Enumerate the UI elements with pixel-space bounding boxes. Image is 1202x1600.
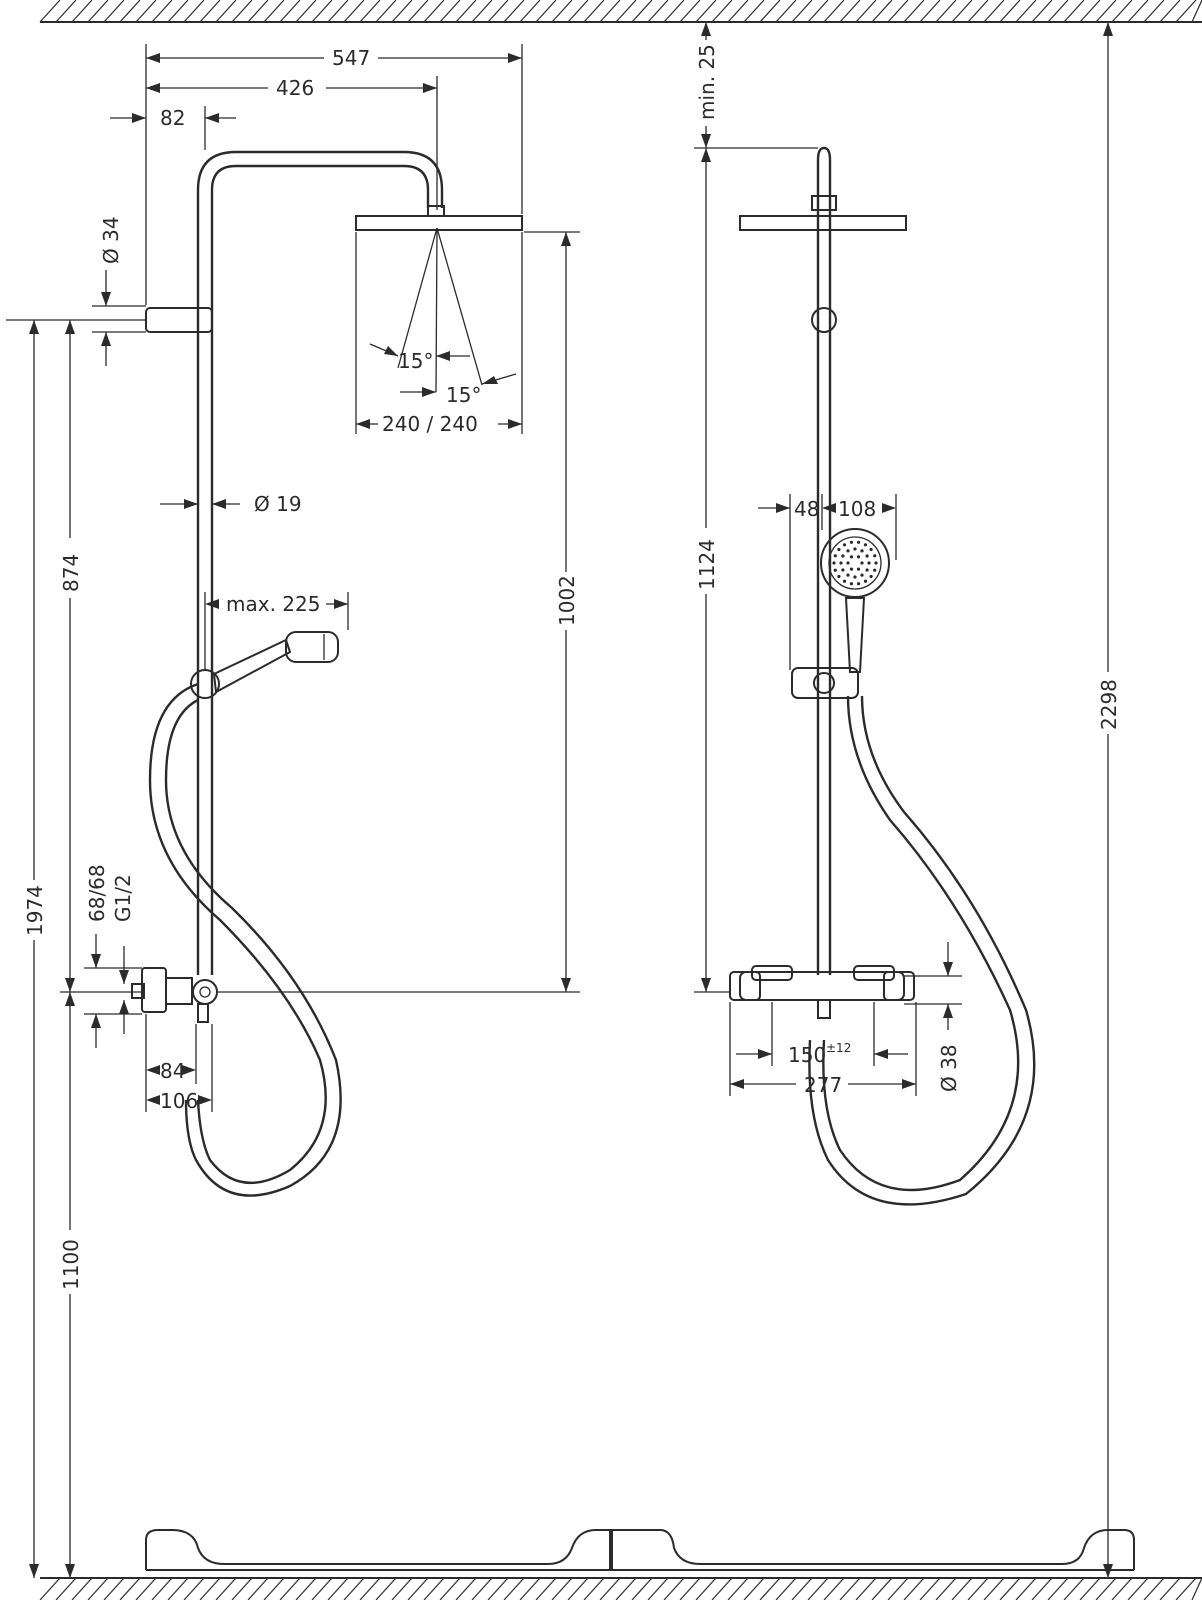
dim-277: 277 [804, 1073, 842, 1097]
dim-head-size: 240 / 240 [382, 412, 478, 436]
dim-48: 48 [794, 497, 819, 521]
dim-spray-angle-left: 15° [398, 349, 433, 373]
slider-front [791, 667, 859, 699]
dim-150-tolerance: ±12 [826, 1041, 851, 1055]
dim-diameter-38: Ø 38 [937, 1044, 961, 1092]
hand-shower-side [285, 631, 339, 663]
dim-426: 426 [276, 76, 314, 100]
dim-547: 547 [332, 46, 370, 70]
shower-column-front-view [729, 146, 1036, 1206]
dim-150: 150 [788, 1043, 826, 1067]
dim-106: 106 [160, 1089, 198, 1113]
overhead-shower-front [739, 215, 907, 231]
dim-68-68: 68/68 [85, 864, 109, 922]
dim-82: 82 [160, 106, 185, 130]
mixer-front [739, 971, 905, 1001]
dim-diameter-34: Ø 34 [99, 216, 123, 264]
dim-84: 84 [160, 1059, 185, 1083]
dim-diameter-19: Ø 19 [254, 492, 302, 516]
dimension-lines [6, 22, 1113, 1578]
dim-2298: 2298 [1097, 679, 1121, 730]
shower-column-side-view [131, 150, 523, 1197]
dim-108: 108 [838, 497, 876, 521]
wall-bracket [145, 307, 213, 333]
dim-1100: 1100 [59, 1239, 83, 1290]
dim-1974: 1974 [23, 885, 47, 936]
bracket-ball-front [811, 307, 837, 333]
dim-1124: 1124 [695, 539, 719, 590]
overhead-shower [355, 215, 523, 231]
dim-1002: 1002 [555, 575, 579, 626]
dim-g-1-2: G1/2 [111, 874, 135, 922]
dim-874: 874 [59, 554, 83, 592]
mixer-side-body [141, 967, 167, 1013]
dim-max-225: max. 225 [226, 592, 320, 616]
dim-spray-angle-right: 15° [446, 383, 481, 407]
bathtub-outline [145, 1529, 1135, 1570]
floor-hatch [39, 1577, 1202, 1600]
dim-min-25: min. 25 [695, 44, 719, 120]
ceiling-hatch [39, 0, 1202, 23]
